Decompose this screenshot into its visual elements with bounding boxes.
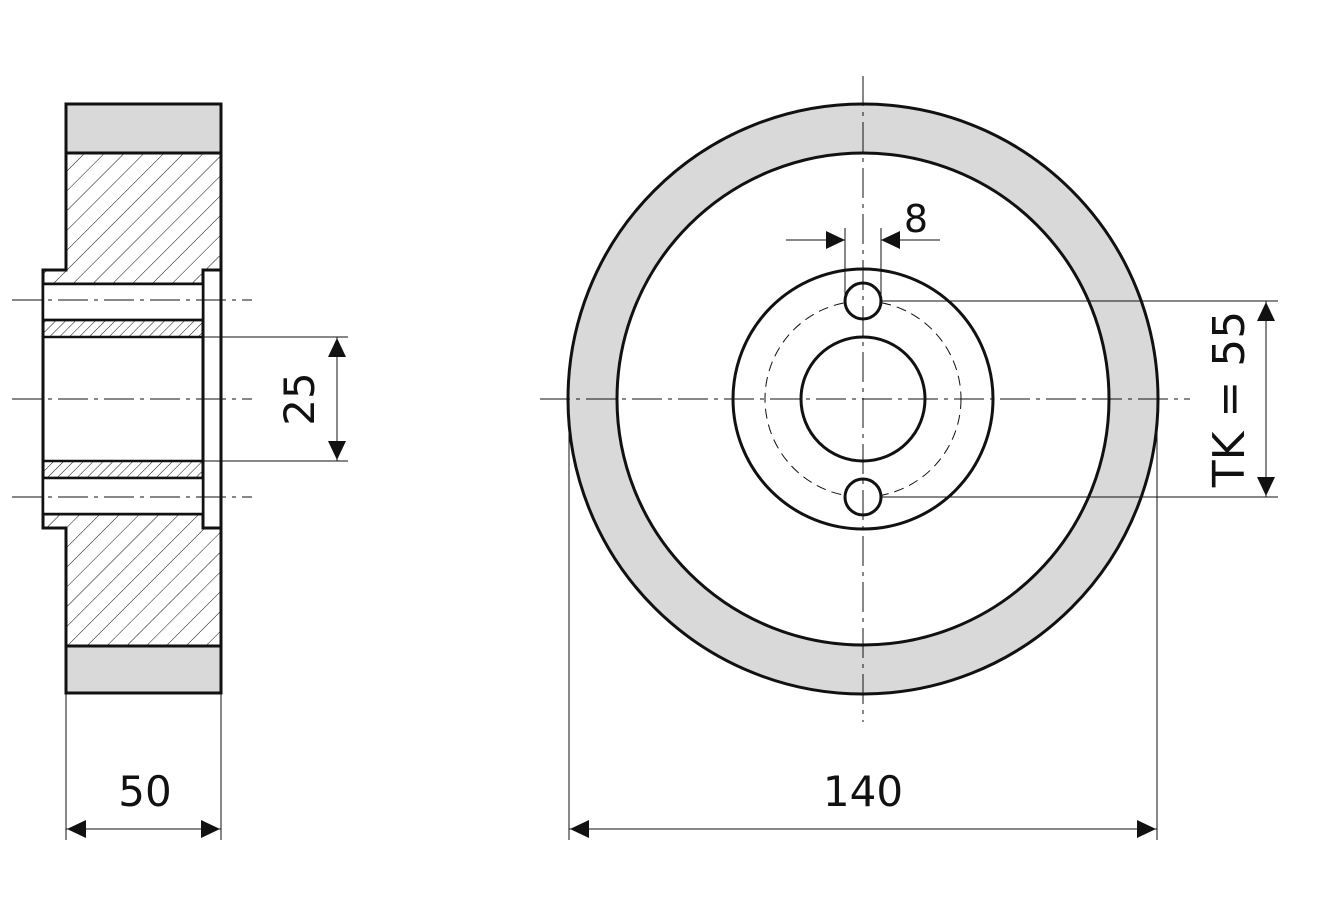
front-view: 8 TK = 55 140	[540, 76, 1278, 840]
outer-diameter-label: 140	[823, 767, 903, 816]
bolt-hole-upper	[41, 282, 205, 322]
width-arrow-right	[201, 820, 220, 838]
bolt-circle-dimension-label: TK = 55	[1204, 311, 1255, 489]
width-arrow-left	[67, 820, 86, 838]
side-section-view: 25 50	[12, 102, 348, 840]
tread-bottom	[64, 644, 223, 695]
bolt-hole-lower	[41, 476, 205, 516]
width-dimension-label: 50	[118, 767, 171, 816]
bore-arrow-bottom	[328, 441, 346, 460]
hole-arrow-left	[826, 231, 845, 249]
core-upper-hatched	[41, 151, 223, 286]
od-arrow-right	[1137, 820, 1156, 838]
hole-arrow-right	[881, 231, 900, 249]
bore-arrow-top	[328, 338, 346, 357]
bore-wall-upper-hatched	[41, 318, 205, 339]
tread-top	[64, 102, 223, 155]
tk-arrow-top	[1257, 302, 1275, 321]
bore-dimension-label: 25	[275, 372, 324, 425]
bore-wall-lower-hatched	[41, 459, 205, 480]
tk-arrow-bottom	[1257, 477, 1275, 496]
od-arrow-left	[570, 820, 589, 838]
core-lower-hatched	[41, 512, 223, 648]
bolt-hole-dimension-label: 8	[904, 197, 928, 241]
